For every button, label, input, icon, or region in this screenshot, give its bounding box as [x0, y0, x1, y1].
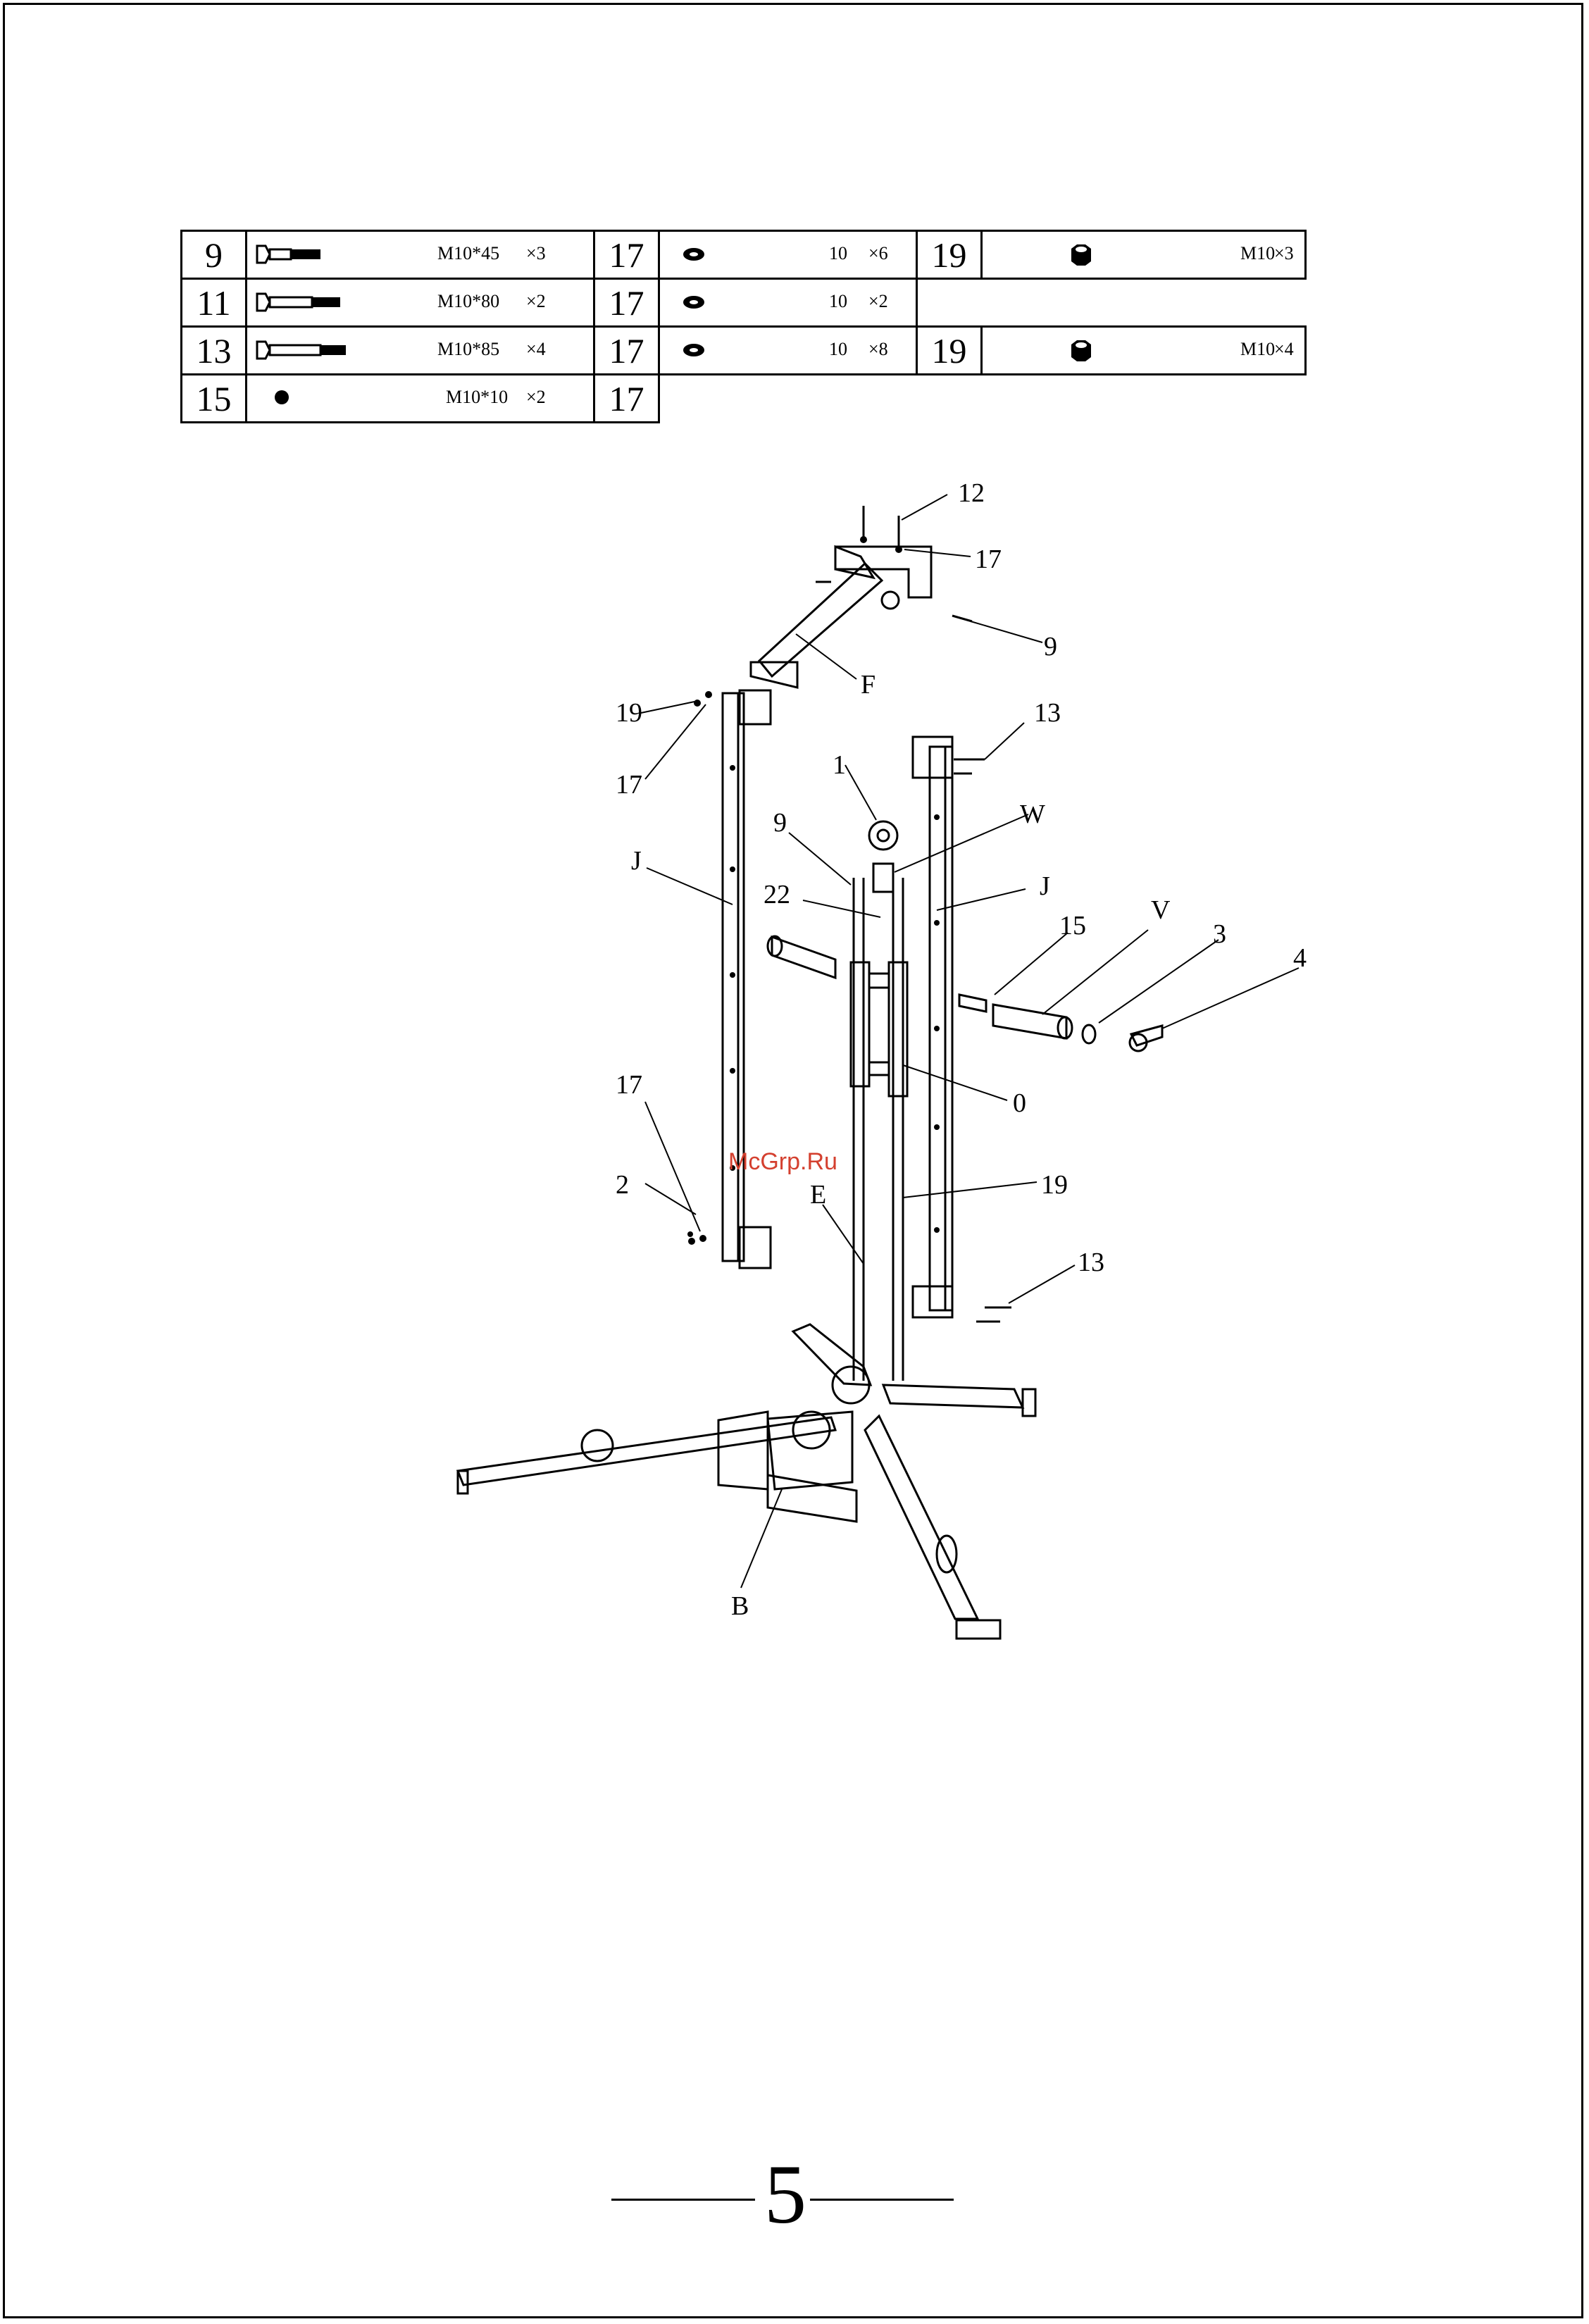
- page-number: 5: [764, 2152, 806, 2237]
- callout-19: 19: [616, 698, 642, 728]
- callout-1: 1: [833, 750, 846, 780]
- callout-22: 22: [764, 880, 790, 909]
- callout-W: W: [1020, 800, 1045, 829]
- hole-dots: [687, 536, 940, 1245]
- callout-17: 17: [616, 770, 642, 800]
- callout-15: 15: [1059, 911, 1086, 940]
- callout-B: B: [731, 1591, 749, 1621]
- frame-drawing: [458, 506, 1162, 1639]
- callout-J: J: [631, 846, 642, 876]
- callout-13: 13: [1078, 1248, 1104, 1277]
- footer-rule-right: [810, 2199, 954, 2201]
- callout-F: F: [861, 670, 875, 700]
- callout-V: V: [1151, 895, 1171, 925]
- callout-19: 2: [616, 1170, 629, 1200]
- footer-rule-left: [611, 2199, 755, 2201]
- watermark: McGrp.Ru: [728, 1148, 837, 1175]
- callout-J: J: [1040, 871, 1050, 901]
- callout-2: 19: [1041, 1170, 1068, 1200]
- callout-4: 4: [1293, 943, 1307, 973]
- leader-lines: [641, 495, 1299, 1588]
- callout-9: 9: [773, 808, 787, 838]
- callout-17: 17: [616, 1070, 642, 1100]
- callout-9: 9: [1044, 632, 1057, 661]
- callout-E: E: [810, 1180, 826, 1210]
- callout-17: 17: [975, 545, 1002, 574]
- callout-0: 0: [1013, 1088, 1026, 1118]
- callout-12: 12: [958, 478, 985, 508]
- callout-13: 13: [1034, 698, 1061, 728]
- callout-3: 3: [1213, 919, 1226, 949]
